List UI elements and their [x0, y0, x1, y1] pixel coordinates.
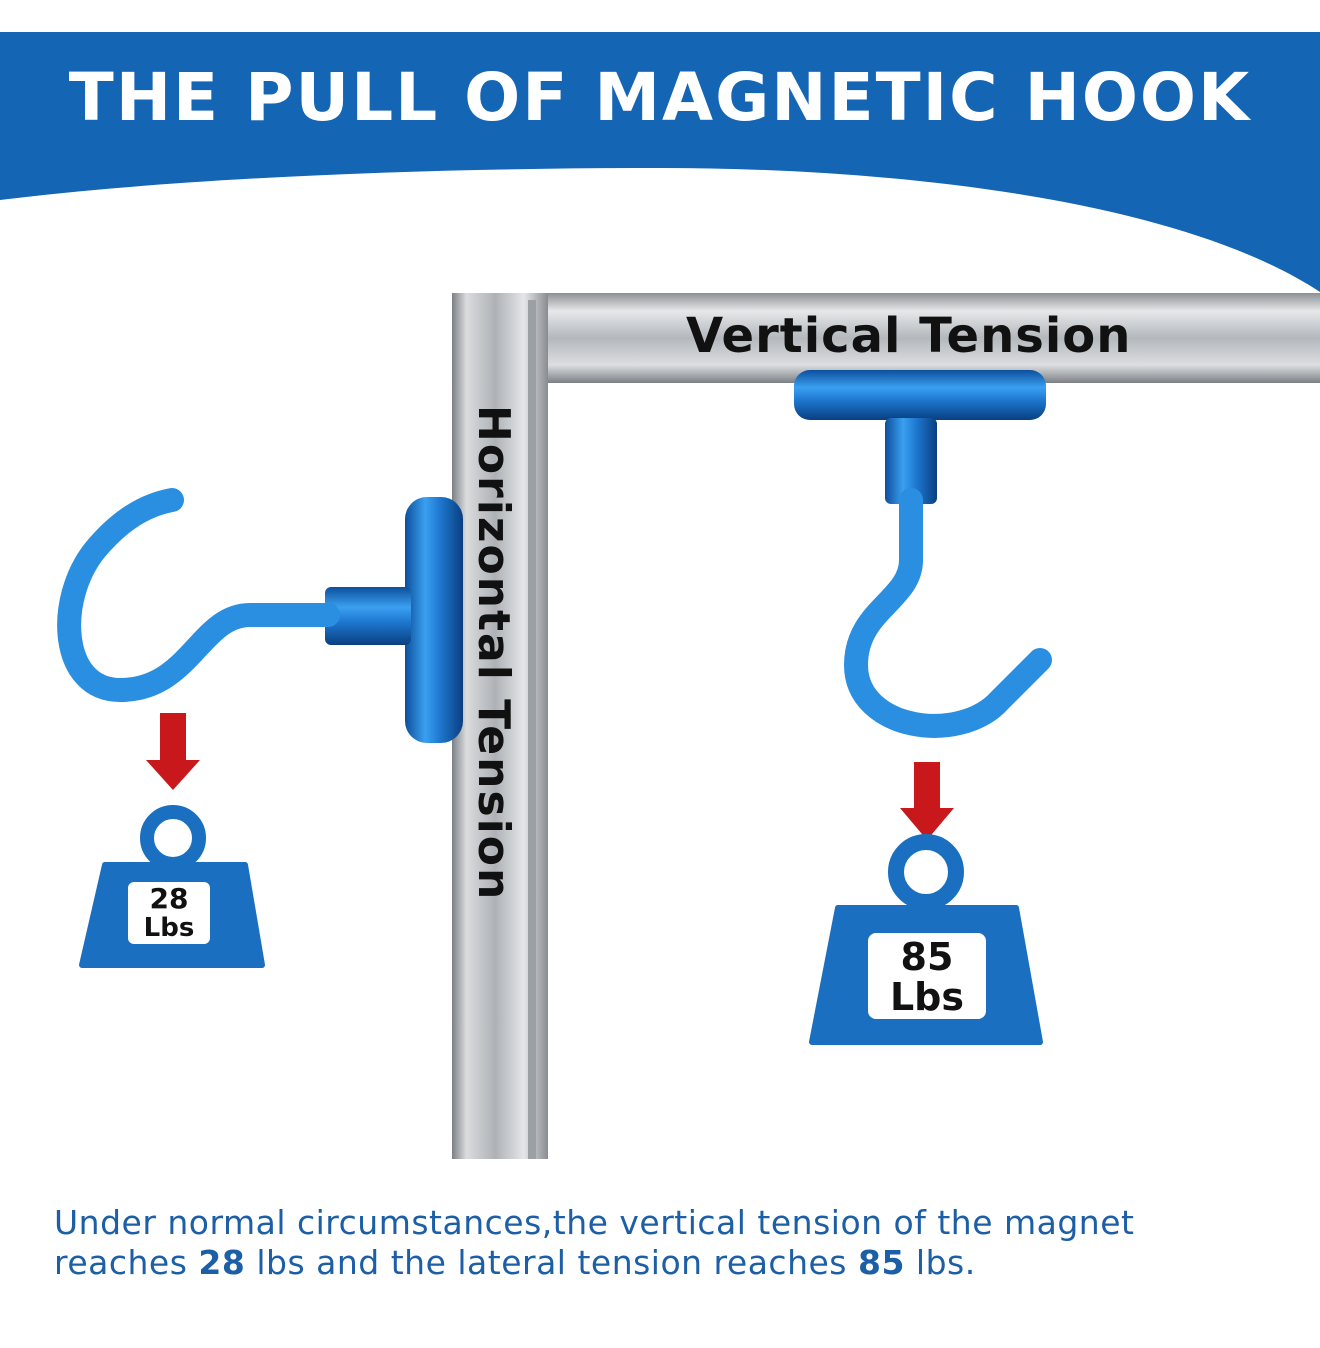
caption-value-1: 28 — [198, 1243, 246, 1282]
caption-prefix: reaches — [54, 1243, 199, 1282]
caption-suffix: lbs. — [904, 1243, 976, 1282]
right-hook-icon — [843, 488, 1052, 738]
left-hook-icon — [57, 488, 340, 703]
vertical-tension-label: Vertical Tension — [686, 308, 1132, 364]
horizontal-beam — [452, 293, 1320, 383]
caption-line-2: reaches 28 lbs and the lateral tension r… — [54, 1243, 1284, 1283]
wall-magnet — [57, 488, 463, 743]
beam-inner-corner — [528, 300, 536, 1159]
right-weight-value: 85 — [900, 935, 954, 979]
left-weight-unit: Lbs — [143, 913, 195, 943]
ceiling-magnet — [794, 370, 1052, 738]
horizontal-tension-label: Horizontal Tension — [468, 405, 519, 902]
left-down-arrow-icon — [146, 713, 200, 790]
page-title: THE PULL OF MAGNETIC HOOK — [68, 59, 1252, 136]
caption-value-2: 85 — [857, 1243, 905, 1282]
caption-middle: lbs and the lateral tension reaches — [245, 1243, 858, 1282]
left-weight-value: 28 — [149, 882, 189, 915]
right-weight-unit: Lbs — [889, 975, 965, 1019]
right-weight-icon — [809, 834, 1043, 1045]
header-banner — [0, 32, 1320, 292]
caption: Under normal circumstances,the vertical … — [54, 1203, 1284, 1283]
caption-line-1: Under normal circumstances,the vertical … — [54, 1203, 1135, 1242]
right-down-arrow-icon — [900, 762, 954, 840]
left-weight-icon — [79, 805, 265, 968]
